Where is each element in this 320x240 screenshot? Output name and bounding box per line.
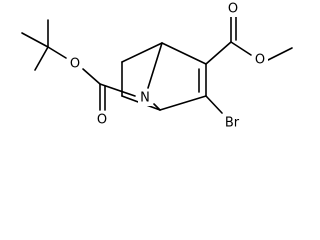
bond-ring-lower-right: [159, 95, 207, 111]
bond-tbu-methyl-left: [21, 32, 49, 48]
bond-n-bridgehead-top: [147, 42, 163, 89]
bond-tbu-c-o: [47, 46, 67, 59]
bond-o-methyl: [267, 47, 293, 61]
bond-ring-upper-right: [161, 42, 207, 65]
bicyclic-core: [121, 42, 207, 111]
atom-nitrogen: N: [138, 90, 153, 106]
bond-ring-ester-c: [205, 41, 232, 65]
atom-label-o-boc-ether: O: [70, 57, 80, 72]
methyl-ester-group: [205, 15, 293, 65]
tert-butyl-group: [21, 19, 67, 71]
atom-label-o-boc-carbonyl: O: [97, 113, 107, 128]
chemical-structure-diagram: O O N O O Br: [21, 1, 293, 131]
bond-o-carbonyl-c: [82, 68, 101, 85]
atom-label-o-ester-carbonyl: O: [228, 2, 238, 17]
boc-carbamate-group: [82, 68, 136, 111]
atom-label-n: N: [140, 91, 150, 106]
bond-ring-bromine: [205, 95, 223, 114]
bond-tbu-methyl-lower: [34, 46, 49, 71]
atom-bromine: Br: [221, 114, 243, 131]
atom-o-ether: O: [68, 56, 82, 72]
atom-o-carbonyl-ester: O: [226, 1, 241, 17]
atom-o-carbonyl-boc: O: [95, 112, 110, 128]
bond-carbonyl-c-n: [99, 83, 136, 97]
atom-label-o-ester-single: O: [255, 53, 265, 68]
bond-ring-upper-left: [121, 42, 163, 63]
bond-ester-c-o-single: [230, 41, 252, 56]
atom-label-br: Br: [225, 116, 240, 131]
atom-o-ester: O: [253, 52, 268, 68]
